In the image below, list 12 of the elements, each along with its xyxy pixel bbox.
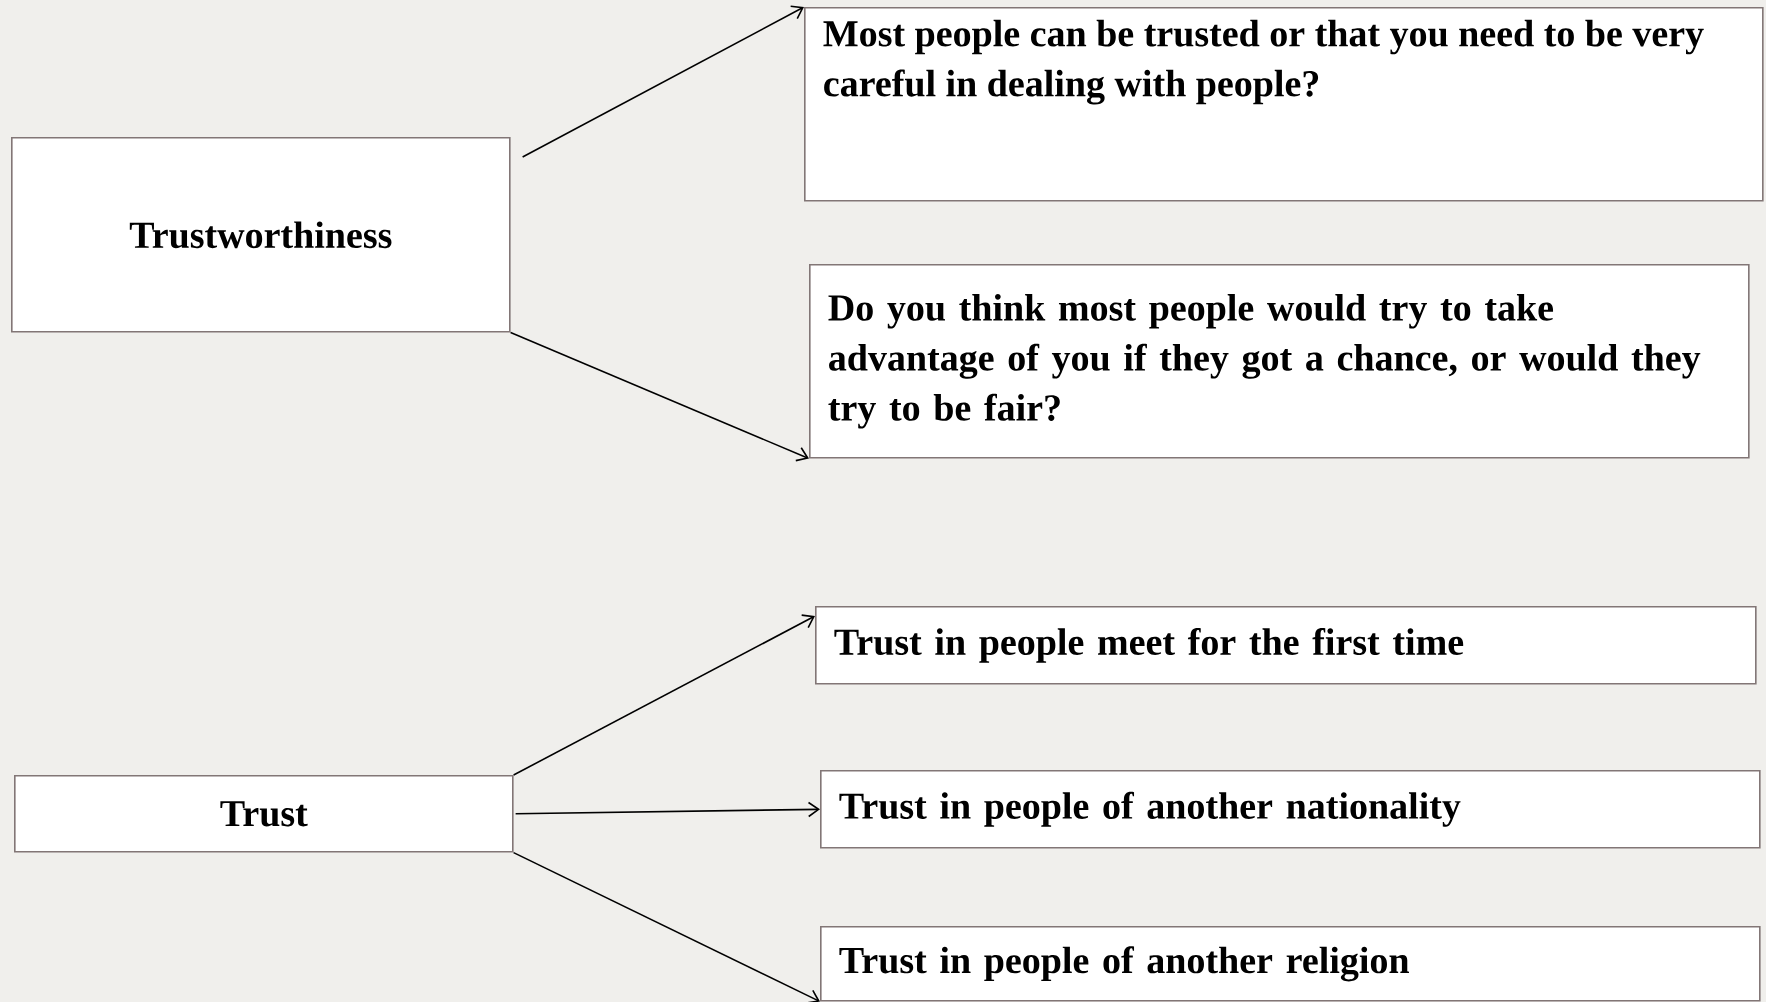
arrow	[521, 5, 804, 158]
text-box: Trust	[14, 775, 514, 853]
arrow	[514, 801, 820, 818]
text-box: Trust in people of another nationality	[820, 770, 1761, 849]
text-box: Trust in people of another religion	[820, 926, 1761, 1002]
arrow	[512, 614, 815, 776]
arrow	[509, 331, 809, 462]
text-box: Most people can be trusted or that you need to be very careful in dealing with people?	[804, 7, 1764, 202]
text-box: Do you think most people would try to take advantage of you if they got a chance, or would they try to be fair?	[809, 264, 1750, 459]
text-box: Trust in people meet for the first time	[815, 606, 1757, 685]
text-box: Trustworthiness	[11, 137, 511, 333]
arrow	[512, 851, 820, 1002]
